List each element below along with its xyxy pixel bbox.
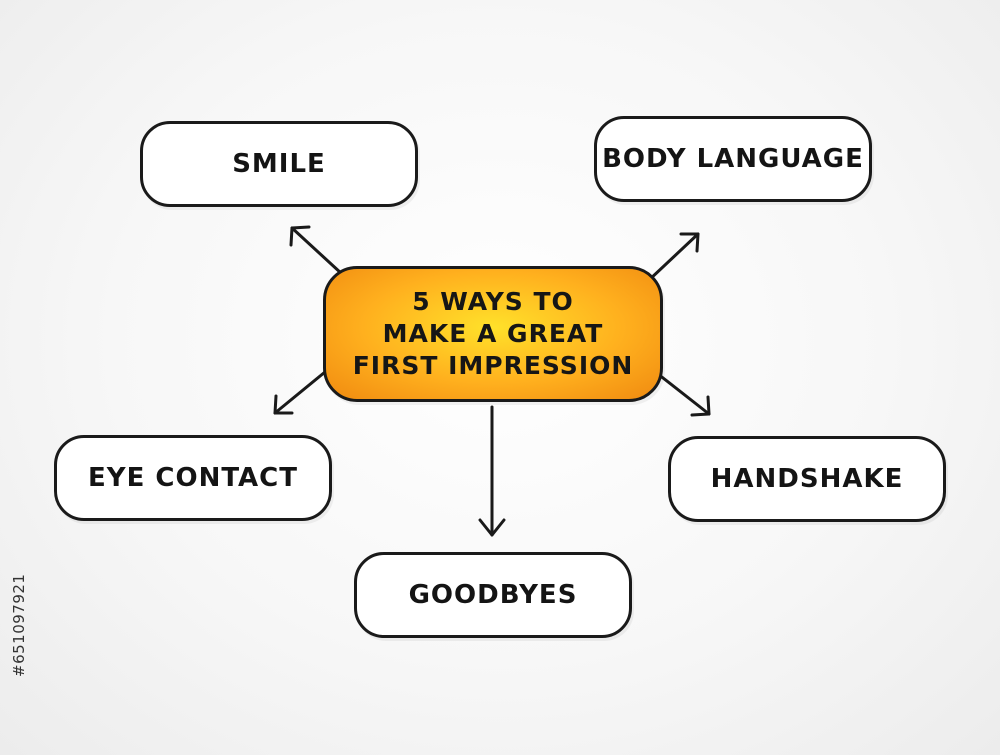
node-smile: SMILE (140, 121, 418, 207)
node-body-language: BODY LANGUAGE (594, 116, 872, 202)
central-topic-line-1: 5 WAYS TO (412, 287, 574, 316)
central-topic-line-3: FIRST IMPRESSION (352, 351, 634, 380)
central-topic-line-2: MAKE A GREAT (382, 319, 604, 348)
arrow-to-body-language (646, 232, 700, 283)
central-topic-node: 5 WAYS TO MAKE A GREAT FIRST IMPRESSION (323, 266, 663, 402)
arrow-to-smile (289, 225, 344, 276)
node-smile-label: SMILE (232, 149, 326, 179)
node-handshake: HANDSHAKE (668, 436, 946, 522)
stock-image-id: #651097921 (10, 573, 28, 677)
node-goodbyes-label: GOODBYES (408, 580, 578, 610)
node-eye-contact-label: EYE CONTACT (88, 463, 298, 493)
node-goodbyes: GOODBYES (354, 552, 632, 638)
node-eye-contact: EYE CONTACT (54, 435, 332, 521)
arrow-to-handshake (656, 372, 711, 417)
node-handshake-label: HANDSHAKE (710, 464, 904, 494)
node-body-language-label: BODY LANGUAGE (602, 144, 864, 174)
arrow-to-goodbyes (478, 405, 506, 537)
arrow-to-eye-contact (273, 370, 327, 415)
